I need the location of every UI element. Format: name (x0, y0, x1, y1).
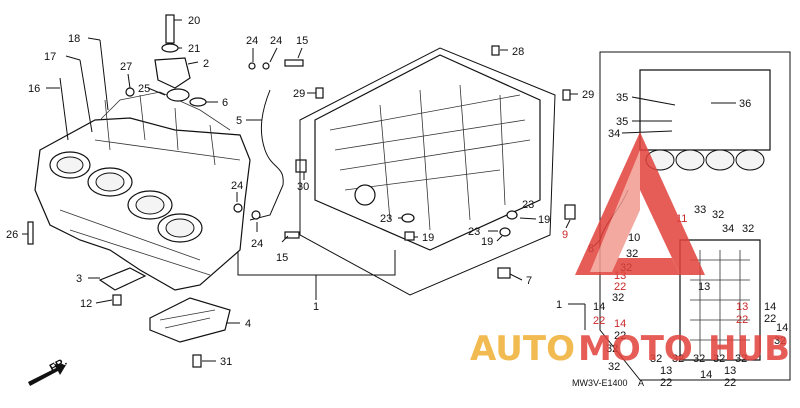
callout-34: 34 (608, 128, 620, 140)
callout-13: 13 (736, 301, 748, 313)
callout-1: 1 (313, 301, 319, 313)
callout-14: 14 (700, 369, 712, 381)
callout-23: 23 (522, 199, 534, 211)
watermark-logo: AUTO MOTO HUB (470, 132, 790, 369)
callout-32: 32 (774, 335, 786, 347)
callout-35: 35 (616, 116, 628, 128)
callout-11: 11 (676, 213, 687, 225)
callout-22: 22 (764, 313, 776, 325)
callout-7: 7 (526, 275, 532, 287)
callout-32: 32 (693, 353, 705, 365)
leader-lines (22, 19, 736, 362)
callout-24: 24 (231, 180, 243, 192)
callout-4: 4 (245, 318, 251, 330)
callout-14: 14 (593, 301, 605, 313)
callout-15: 15 (296, 35, 308, 47)
callout-10: 10 (628, 232, 640, 244)
callout-22: 22 (593, 315, 605, 327)
callout-17: 17 (44, 51, 56, 63)
callout-22: 22 (660, 377, 672, 389)
callout-22: 22 (614, 330, 626, 342)
callout-24: 24 (270, 35, 282, 47)
callout-26: 26 (6, 229, 18, 241)
callout-32: 32 (713, 353, 725, 365)
callout-32: 32 (650, 353, 662, 365)
callout-16: 16 (28, 83, 40, 95)
callout-19: 19 (422, 232, 434, 244)
watermark-word-hub: HUB (708, 329, 790, 369)
drain-bolt (192, 354, 202, 368)
callout-15: 15 (276, 252, 288, 264)
hose-clip (497, 267, 511, 279)
front-label: FR. (48, 356, 69, 375)
callout-25: 25 (138, 83, 150, 95)
front-direction-marker: FR. (28, 356, 69, 386)
callout-13: 13 (724, 365, 736, 377)
callout-27: 27 (120, 61, 132, 73)
drawing-code: MW3V-E1400 (572, 378, 628, 388)
callout-1: 1 (556, 299, 562, 311)
callout-23: 23 (380, 213, 392, 225)
callout-32: 32 (742, 223, 754, 235)
callout-3: 3 (76, 273, 82, 285)
lower-cover (149, 297, 231, 343)
watermark-word-auto: AUTO (470, 329, 575, 369)
assembly-bracket (237, 250, 396, 276)
callout-labels: 20 21 2 18 17 27 25 6 16 24 24 15 28 29 … (6, 15, 788, 389)
callout-32: 32 (606, 343, 618, 355)
callout-18: 18 (68, 33, 80, 45)
callout-28: 28 (512, 46, 524, 58)
callout-21: 21 (188, 43, 200, 55)
callout-12: 12 (80, 298, 92, 310)
callout-19: 19 (538, 214, 550, 226)
callout-32: 32 (626, 248, 638, 260)
callout-24: 24 (246, 35, 258, 47)
callout-13: 13 (660, 365, 672, 377)
tensioner-parts (125, 14, 207, 107)
callout-9: 9 (562, 229, 568, 241)
callout-32: 32 (608, 361, 620, 373)
callout-20: 20 (188, 15, 200, 27)
upper-crankcase (299, 45, 571, 296)
callout-22: 22 (736, 314, 748, 326)
callout-24: 24 (251, 238, 263, 250)
callout-32: 32 (735, 353, 747, 365)
callout-34: 34 (722, 223, 734, 235)
callout-32: 32 (672, 353, 684, 365)
callout-31: 31 (220, 356, 232, 368)
callout-19: 19 (481, 236, 493, 248)
callout-2: 2 (203, 58, 209, 70)
callout-29: 29 (582, 89, 594, 101)
callout-29: 29 (293, 88, 305, 100)
callout-32: 32 (712, 209, 724, 221)
callout-6: 6 (222, 97, 228, 109)
cylinder-studs (59, 39, 109, 141)
callout-35: 35 (616, 92, 628, 104)
watermark-word-moto: MOTO (578, 329, 693, 369)
callout-22: 22 (614, 281, 626, 293)
callout-14: 14 (776, 322, 788, 334)
callout-14: 14 (764, 301, 776, 313)
callout-13: 13 (698, 281, 710, 293)
callout-14: 14 (614, 318, 626, 330)
callout-22: 22 (724, 377, 736, 389)
callout-32: 32 (612, 292, 624, 304)
callout-5: 5 (236, 115, 242, 127)
cylinder-block (34, 91, 251, 291)
callout-33: 33 (694, 204, 706, 216)
callout-36: 36 (739, 98, 751, 110)
breather-plate (98, 267, 147, 306)
dowel-stud (27, 221, 34, 245)
drawing-code-suffix: A (638, 378, 644, 388)
oil-pipe (233, 59, 307, 239)
callout-30: 30 (297, 181, 309, 193)
callout-23: 23 (468, 226, 480, 238)
